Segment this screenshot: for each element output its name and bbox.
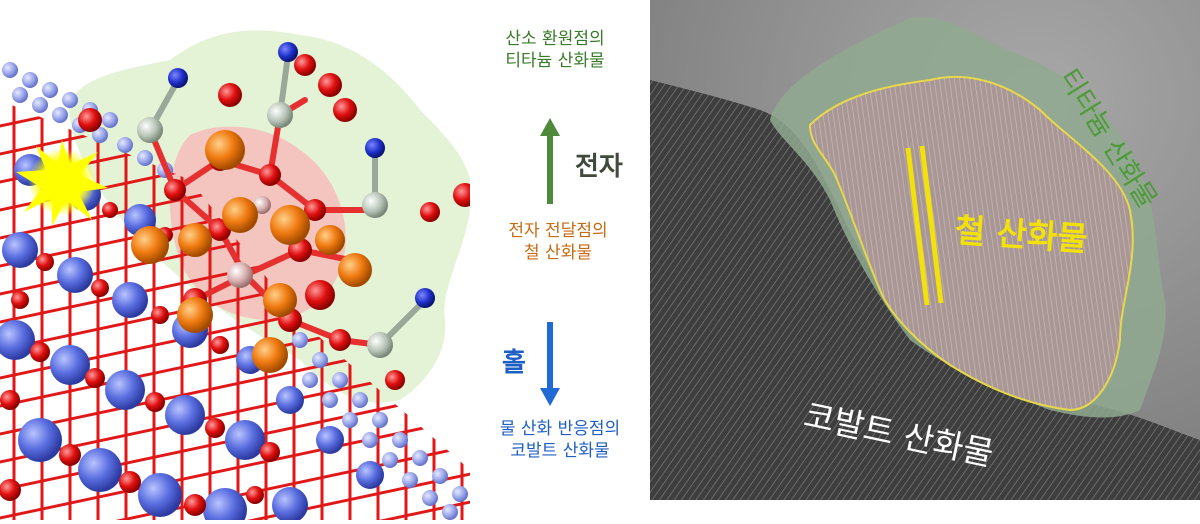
lattice-marker-lines (905, 145, 944, 306)
hole-label: 홀 (502, 348, 526, 378)
tem-iron-oxide-label: 철 산화물 (953, 210, 1089, 259)
oxygen-reduction-label-line2: 티타늄 산화물 (505, 51, 605, 71)
water-oxidation-label-line1: 물 산화 반응점의 (499, 419, 621, 439)
electron-arrow-icon (540, 118, 560, 204)
electron-transfer-label: 전자 전달점의 철 산화물 (478, 220, 638, 264)
iron-oxide-core (808, 75, 1134, 412)
oxygen-reduction-label-line1: 산소 환원점의 (505, 29, 605, 49)
tem-micrograph (650, 0, 1200, 500)
water-oxidation-label: 물 산화 반응점의 코발트 산화물 (470, 418, 650, 462)
electron-transfer-label-line2: 철 산화물 (524, 243, 592, 263)
electron-label: 전자 (575, 152, 623, 182)
electron-transfer-label-line1: 전자 전달점의 (508, 221, 608, 241)
water-oxidation-label-line2: 코발트 산화물 (510, 441, 610, 461)
light-flash-icon (16, 140, 108, 226)
charge-flow-arrows (540, 118, 560, 406)
structure-svg (0, 30, 477, 524)
cobalt-oxide-lattice (0, 62, 470, 524)
cobalt-oxide-region (650, 80, 1200, 500)
hole-arrow-icon (540, 322, 560, 406)
molecular-structure-illustration (0, 0, 477, 524)
oxygen-reduction-label: 산소 환원점의 티타늄 산화물 (470, 28, 640, 72)
tem-svg (650, 0, 1200, 500)
molecule-atoms (78, 42, 477, 390)
